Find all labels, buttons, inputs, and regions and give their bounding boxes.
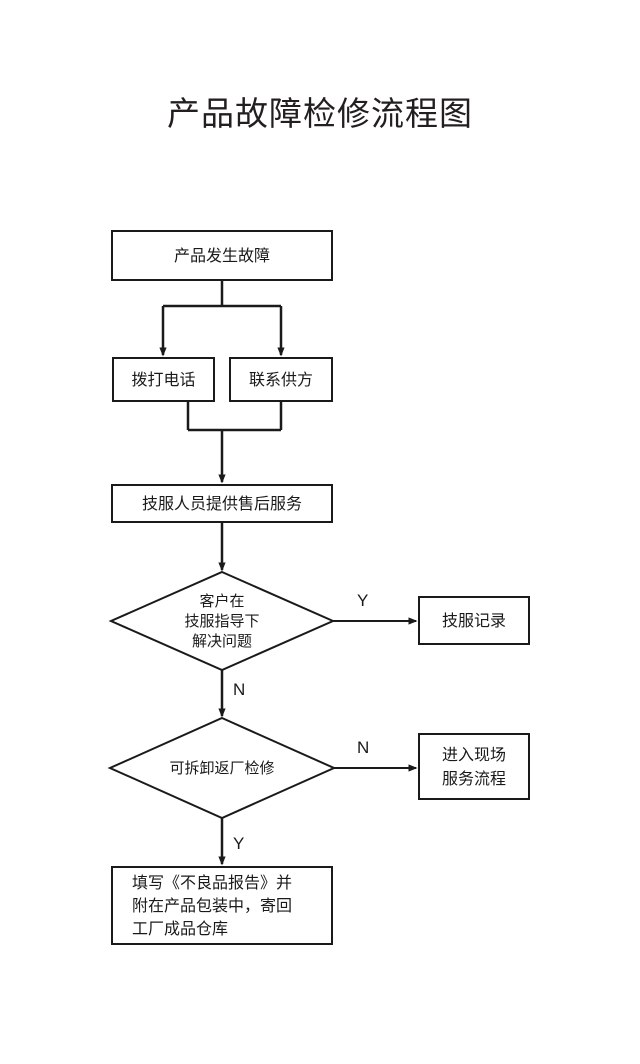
branch-label-decision2-yes: Y [233,834,245,853]
node-make-phone-call[interactable]: 拨打电话 [112,357,215,402]
node-product-failure[interactable]: 产品发生故障 [111,230,333,281]
branch-label-decision1-no: N [233,680,246,699]
node-defect-report[interactable]: 填写《不良品报告》并 附在产品包装中，寄回 工厂成品仓库 [111,866,333,945]
page-title: 产品故障检修流程图 [167,94,473,133]
branch-label-decision1-yes: Y [357,591,369,610]
branch-label-decision2-no: N [357,738,370,757]
node-onsite-service-process[interactable]: 进入现场 服务流程 [418,733,530,800]
node-decision-customer-resolved[interactable]: 客户在 技服指导下 解决问题 [184,591,260,651]
node-after-sales-service[interactable]: 技服人员提供售后服务 [111,484,333,523]
node-service-record[interactable]: 技服记录 [418,596,530,645]
node-decision-detachable-return[interactable]: 可拆卸返厂检修 [169,758,275,777]
node-contact-supplier[interactable]: 联系供方 [229,357,333,402]
